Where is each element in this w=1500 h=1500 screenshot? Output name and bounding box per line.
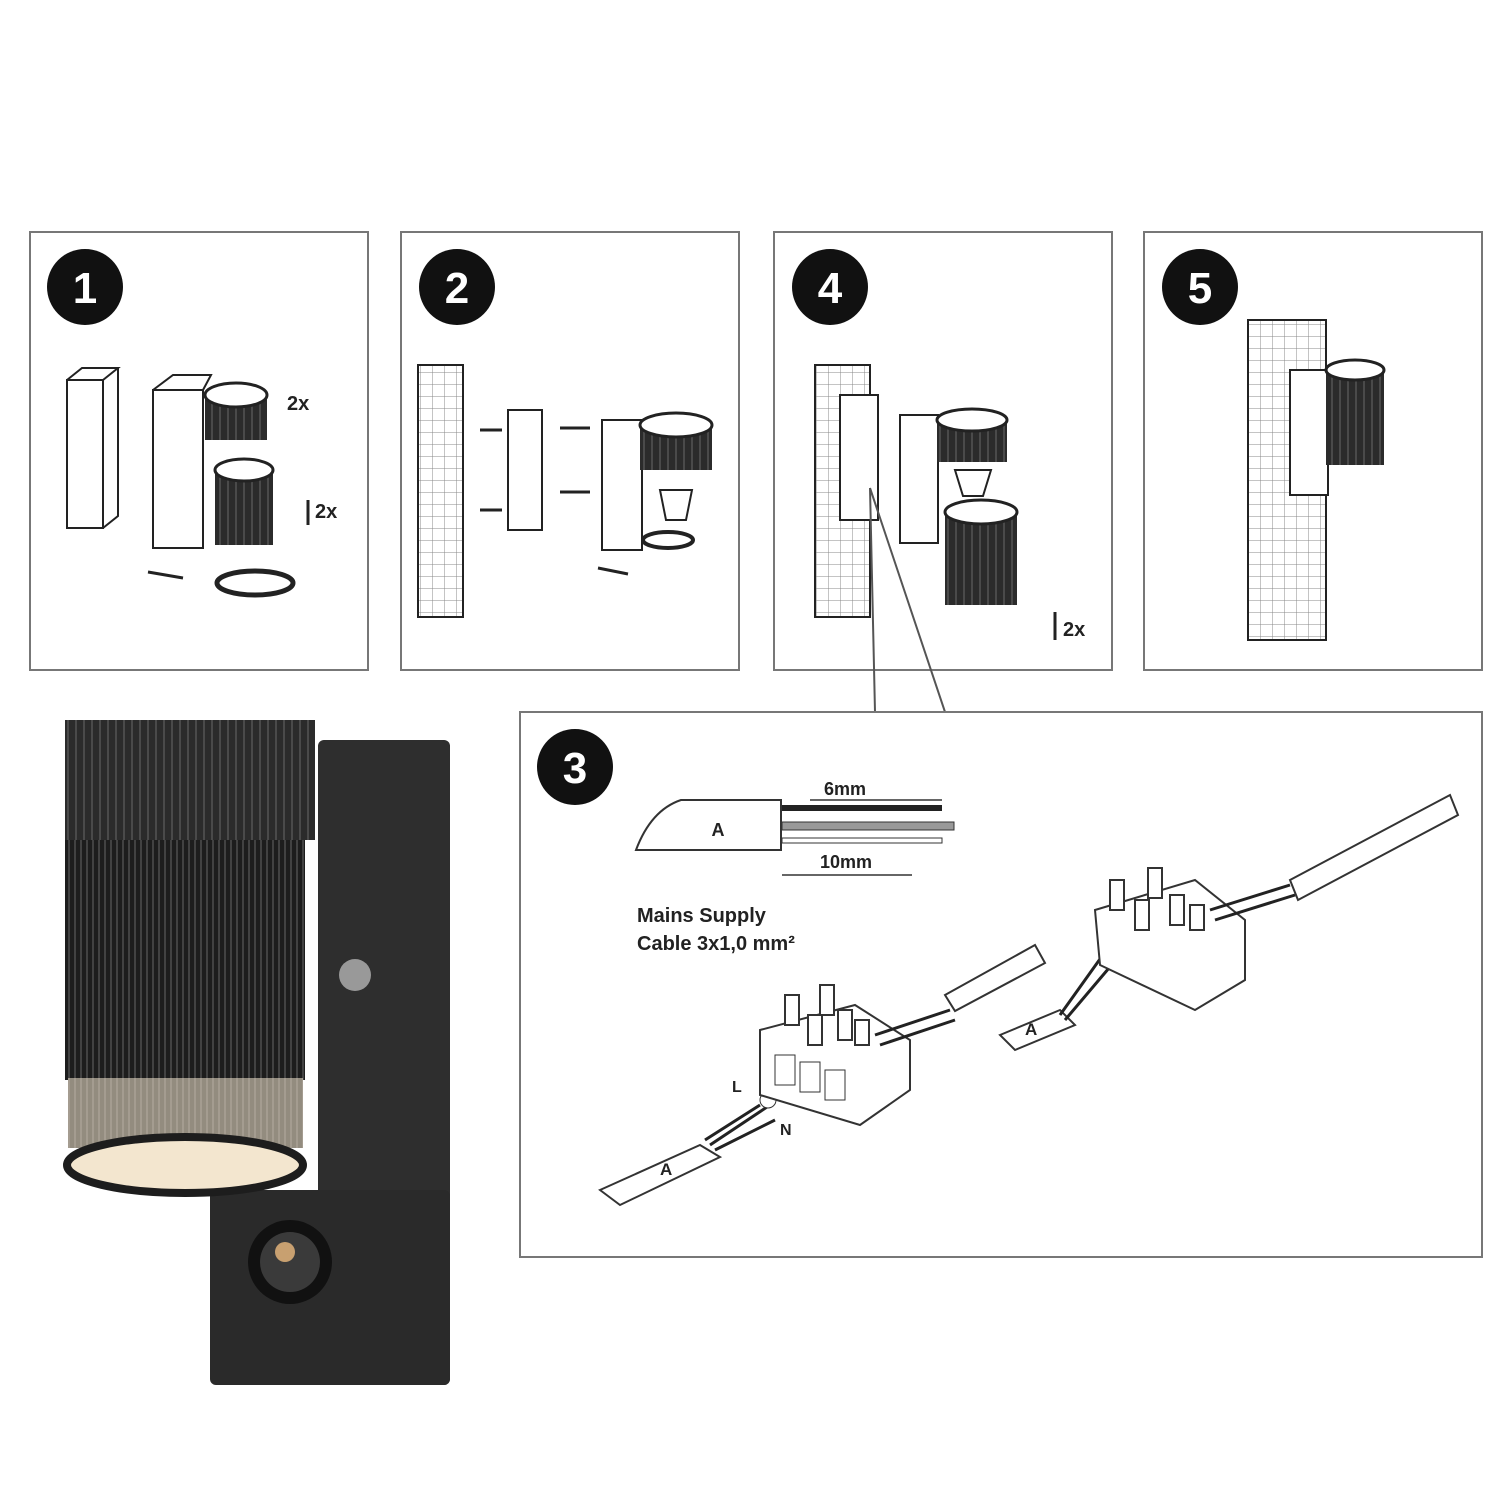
lamp-lens [63, 1133, 307, 1197]
strip-long-label: 10mm [820, 852, 872, 872]
sensor-housing [210, 1190, 450, 1385]
step-number-badge [792, 249, 868, 325]
bulb-icon [953, 469, 993, 497]
step-5-panel: 5 [1143, 231, 1483, 671]
arrow-icon [597, 566, 629, 576]
arrow-icon [480, 426, 590, 512]
step-number: 4 [818, 264, 843, 313]
step-number: 2 [445, 264, 469, 313]
rotate-icon [214, 568, 296, 598]
step-number-badge [47, 249, 123, 325]
step-number-badge [537, 729, 613, 805]
step-2-panel: 2 [400, 231, 740, 671]
quantity-label: 2x [1063, 619, 1085, 641]
neutral-label: N [780, 1122, 792, 1139]
lamp-head [65, 720, 315, 840]
live-label: L [732, 1079, 742, 1096]
cable-label: A [712, 820, 725, 840]
cable-title: Mains Supply [637, 905, 767, 927]
arrow-icon [147, 570, 184, 580]
lamp-base [152, 389, 204, 549]
mounting-bracket [66, 379, 104, 529]
step-1-panel: 1 2x 2x [29, 231, 369, 671]
cable-label: A [660, 1160, 672, 1179]
quantity-label: 2x [287, 393, 309, 415]
step-number-badge [1162, 249, 1238, 325]
step-4-panel: 4 2x [773, 231, 1113, 671]
wall [417, 364, 464, 618]
terminal-block-left: A L N [598, 943, 1047, 1207]
cable-spec: Cable 3x1,0 mm² [637, 933, 795, 955]
rotate-icon [641, 530, 695, 550]
lamp-base [601, 419, 643, 551]
mounting-bracket [507, 409, 543, 531]
step-number: 3 [563, 744, 587, 793]
strip-short-label: 6mm [824, 779, 866, 799]
cable-label: A [1025, 1020, 1037, 1039]
step-number: 5 [1188, 264, 1212, 313]
terminal-block-right: A [998, 793, 1460, 1052]
step-number: 1 [73, 264, 97, 313]
strip-length-diagram: A 6mm 10mm Mains Supply Cable 3x1,0 mm² [634, 779, 955, 955]
step-3-panel: 3 A 6mm 10mm Mains Supply Cable 3x1,0 mm… [519, 711, 1483, 1258]
step-number-badge [419, 249, 495, 325]
bulb-icon [658, 489, 694, 521]
product-photo-wall-lamp [63, 720, 450, 1385]
quantity-label: 2x [315, 501, 337, 523]
screw [339, 959, 371, 991]
